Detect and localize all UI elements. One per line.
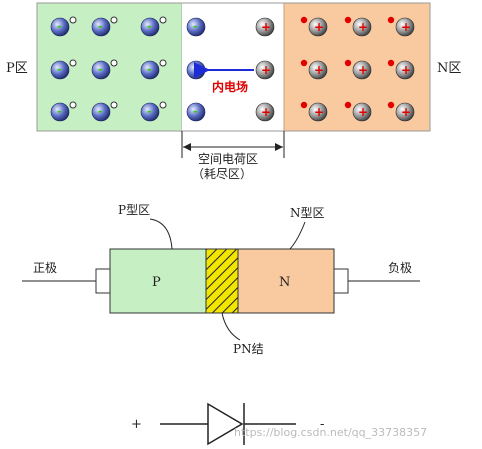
diode-triangle	[207, 402, 244, 446]
negative-ion: -	[50, 102, 70, 122]
free-electron	[387, 16, 395, 24]
inner-field-label: 内电场	[212, 79, 248, 94]
hole	[69, 59, 77, 67]
svg-text:+: +	[358, 63, 368, 77]
depletion-label: （耗尽区）	[192, 167, 252, 181]
positive-ion: +	[352, 17, 372, 37]
hole	[159, 101, 167, 109]
positive-ion: +	[255, 60, 275, 80]
positive-ion: +	[395, 60, 415, 80]
svg-text:+: +	[358, 105, 368, 119]
negative-ion: -	[186, 60, 206, 80]
svg-text:+: +	[401, 20, 411, 34]
free-electron	[387, 101, 395, 109]
p-type-leader	[149, 218, 173, 250]
negative-ion: -	[91, 102, 111, 122]
svg-text:+: +	[314, 20, 324, 34]
svg-text:-: -	[57, 63, 62, 76]
svg-text:+: +	[261, 105, 271, 119]
svg-text:+: +	[401, 105, 411, 119]
negative-ion: -	[140, 60, 160, 80]
negative-ion: -	[50, 17, 70, 37]
free-electron	[300, 59, 308, 67]
svg-text:-: -	[193, 20, 198, 33]
free-electron	[344, 16, 352, 24]
free-electron	[344, 101, 352, 109]
svg-text:-: -	[98, 105, 103, 118]
hole	[69, 101, 77, 109]
negative-ion: -	[186, 102, 206, 122]
negative-ion: -	[50, 60, 70, 80]
pn-junction-label: PN结	[233, 342, 264, 356]
svg-text:+: +	[261, 20, 271, 34]
n-region-label: N区	[437, 61, 461, 76]
svg-text:+: +	[401, 63, 411, 77]
cathode-terminal	[333, 268, 349, 294]
symbol-plus: +	[131, 417, 142, 432]
p-side-particles: - - - - - - - - -	[50, 16, 167, 122]
cathode-label: 负极	[388, 261, 412, 275]
free-electron	[300, 101, 308, 109]
free-electron	[344, 59, 352, 67]
svg-text:+: +	[261, 63, 271, 77]
positive-ion: +	[308, 17, 328, 37]
svg-text:+: +	[314, 105, 324, 119]
negative-ion: -	[140, 17, 160, 37]
negative-ion: -	[91, 17, 111, 37]
anode-terminal	[95, 268, 111, 294]
positive-ion: +	[308, 60, 328, 80]
space-charge-label: 空间电荷区	[198, 152, 258, 166]
top-outline	[36, 2, 431, 132]
anode-label: 正极	[33, 261, 57, 275]
pn-junction-hatch	[205, 248, 239, 314]
positive-ion: +	[395, 17, 415, 37]
p-type-label: P型区	[118, 203, 150, 217]
svg-text:+: +	[358, 20, 368, 34]
svg-text:-: -	[193, 105, 198, 118]
negative-ion: -	[140, 102, 160, 122]
svg-text:-: -	[147, 20, 152, 33]
negative-ion: -	[186, 17, 206, 37]
svg-text:-: -	[193, 63, 198, 76]
svg-text:-: -	[57, 105, 62, 118]
free-electron	[300, 16, 308, 24]
positive-ion: +	[255, 102, 275, 122]
n-block-label: N	[279, 275, 290, 290]
negative-ion: -	[91, 60, 111, 80]
p-region-label: P区	[6, 61, 28, 76]
hole	[69, 16, 77, 24]
hole	[110, 101, 118, 109]
hole	[159, 59, 167, 67]
n-type-leader	[289, 221, 306, 250]
watermark: https://blog.csdn.net/qq_33738357	[234, 426, 427, 439]
svg-text:-: -	[147, 105, 152, 118]
positive-ion: +	[352, 60, 372, 80]
p-block-label: P	[152, 275, 161, 290]
hole	[159, 16, 167, 24]
svg-text:+: +	[314, 63, 324, 77]
hole	[110, 59, 118, 67]
positive-ion: +	[352, 102, 372, 122]
symbol-minus: -	[320, 417, 324, 432]
positive-ion: +	[255, 17, 275, 37]
n-side-particles: + + + + + + + + +	[300, 16, 415, 122]
positive-ion: +	[395, 102, 415, 122]
pn-junction-leader	[221, 312, 241, 341]
svg-text:-: -	[98, 63, 103, 76]
n-type-label: N型区	[290, 206, 325, 220]
svg-text:-: -	[147, 63, 152, 76]
hole	[110, 16, 118, 24]
positive-ion: +	[308, 102, 328, 122]
free-electron	[387, 59, 395, 67]
svg-text:-: -	[98, 20, 103, 33]
svg-text:-: -	[57, 20, 62, 33]
